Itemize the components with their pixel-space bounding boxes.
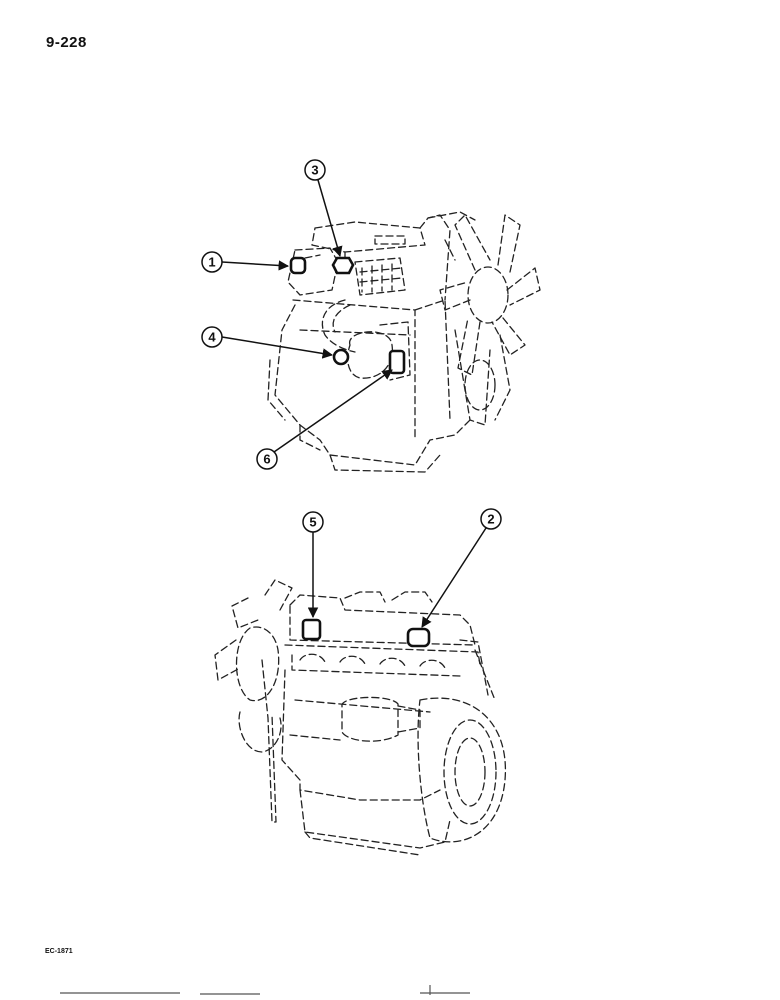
callout-5-label: 5 [309,515,316,530]
part-5-sensor [301,618,322,641]
part-3-sensor [331,256,355,275]
part-4-sensor [332,348,350,366]
page-number: 9-228 [46,34,87,51]
highlighted-parts [289,256,431,648]
callout-1: 1 [201,251,290,273]
part-6-sensor [388,349,406,375]
callout-6: 6 [256,369,393,470]
callout-3-label: 3 [311,163,318,178]
callout-2: 2 [421,508,502,628]
callout-4: 4 [201,326,334,359]
part-2-sensor [406,627,431,648]
part-1-sensor [289,256,307,275]
callout-3: 3 [304,159,343,258]
reference-code: EC-1871 [45,948,73,955]
callout-1-label: 1 [208,255,215,270]
scan-artifacts [60,985,470,995]
callout-2-label: 2 [487,512,494,527]
callout-4-label: 4 [208,330,216,345]
callout-5: 5 [302,511,324,619]
top-engine-outline [267,211,541,473]
bottom-engine-outline [214,579,507,856]
callout-6-label: 6 [263,452,270,467]
